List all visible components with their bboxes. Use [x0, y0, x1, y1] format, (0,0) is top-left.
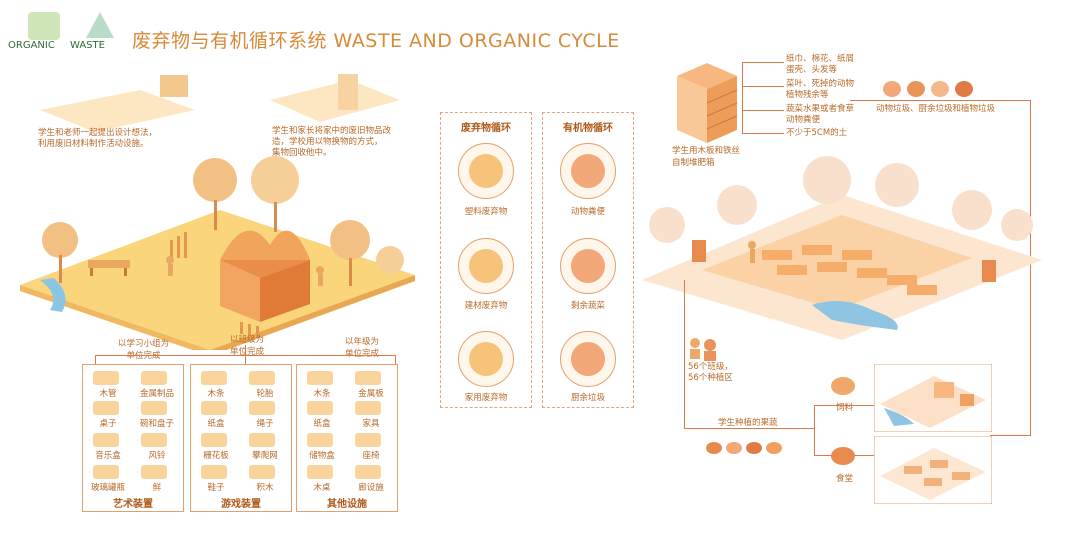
waste-cycle-title: 废弃物循环: [461, 123, 511, 134]
organic-logo-icon: [28, 12, 60, 40]
feed-animals-icon: [831, 377, 855, 395]
column-other-facilities: 木条 金属板 纸盒 家具 储物盒 座椅 木桌 廊设施 其他设施: [296, 364, 398, 512]
canteen-scene-illustration: [874, 436, 992, 504]
classes-label: 56个班级， 56个种植区: [688, 362, 733, 383]
column-title: 艺术装置: [113, 499, 153, 510]
student-harvest-label: 学生种植的果蔬: [718, 418, 778, 428]
building-waste-icon: [458, 238, 514, 294]
organic-waste-icons: [883, 81, 973, 97]
canteen-label: 食堂: [836, 474, 854, 484]
compost-layer-3: 蔬菜水果或者食草 动物粪便: [786, 104, 855, 125]
waste-cycle-panel: 废弃物循环 塑料废弃物 建材废弃物 家用废弃物: [440, 112, 532, 408]
page-title: 废弃物与有机循环系统 WASTE AND ORGANIC CYCLE: [132, 30, 620, 52]
caption-students-parents: 学生和家长将家中的废旧物品改 造，学校用以物换物的方式， 集物回收他中。: [272, 126, 392, 158]
waste-logo-icon: [86, 12, 114, 38]
compost-layer-2: 菜叶、死掉的动物 植物残余等: [786, 79, 855, 100]
group-label-study-team: 以学习小组为 单位完成: [118, 339, 170, 361]
canteen-food-icon: [831, 447, 855, 465]
waste-types-label: 动物垃圾、厨余垃圾和植物垃圾: [876, 104, 996, 114]
logo-organic-text: ORGANIC: [8, 40, 55, 51]
organic-cycle-title: 有机物循环: [563, 123, 613, 134]
compost-layer-1: 纸巾、棉花、纸屑 蛋壳、头发等: [786, 54, 855, 75]
feed-scene-illustration: [874, 364, 992, 432]
household-waste-icon: [458, 331, 514, 387]
kitchen-waste-icon: [560, 331, 616, 387]
group-label-class: 以班级为 单位完成: [230, 335, 265, 357]
compost-box-icon: [677, 63, 738, 143]
animal-manure-icon: [560, 143, 616, 199]
compost-box-label: 学生用木板和铁丝 自制堆肥箱: [672, 146, 741, 168]
column-game-installations: 木条 轮胎 纸盒 绳子 栅花板 攀爬网 鞋子 积木 游戏装置: [190, 364, 292, 512]
column-title: 游戏装置: [221, 499, 261, 510]
organic-cycle-panel: 有机物循环 动物粪便 剩余蔬菜 厨余垃圾: [542, 112, 634, 408]
caption-students-teachers: 学生和老师一起提出设计想法， 利用废旧材料制作活动设施。: [38, 128, 158, 149]
column-title: 其他设施: [327, 499, 367, 510]
playground-illustration: [20, 74, 415, 350]
group-label-grade: 以年级为 单位完成: [345, 337, 380, 359]
student-group-icon: [690, 338, 716, 361]
leftover-vegetables-icon: [560, 238, 616, 294]
compost-layer-4: 不少于5CM的土: [786, 128, 848, 138]
plastic-waste-icon: [458, 143, 514, 199]
logo-waste-text: WASTE: [70, 40, 105, 51]
feed-label: 饲料: [836, 403, 854, 413]
column-art-installations: 木管 金属制品 桌子 碗和盘子 音乐盒 风铃 玻璃罐瓶 鲜 艺术装置: [82, 364, 184, 512]
harvest-vegetables-icons: [706, 442, 782, 454]
vegetable-garden-illustration: [642, 156, 1042, 340]
